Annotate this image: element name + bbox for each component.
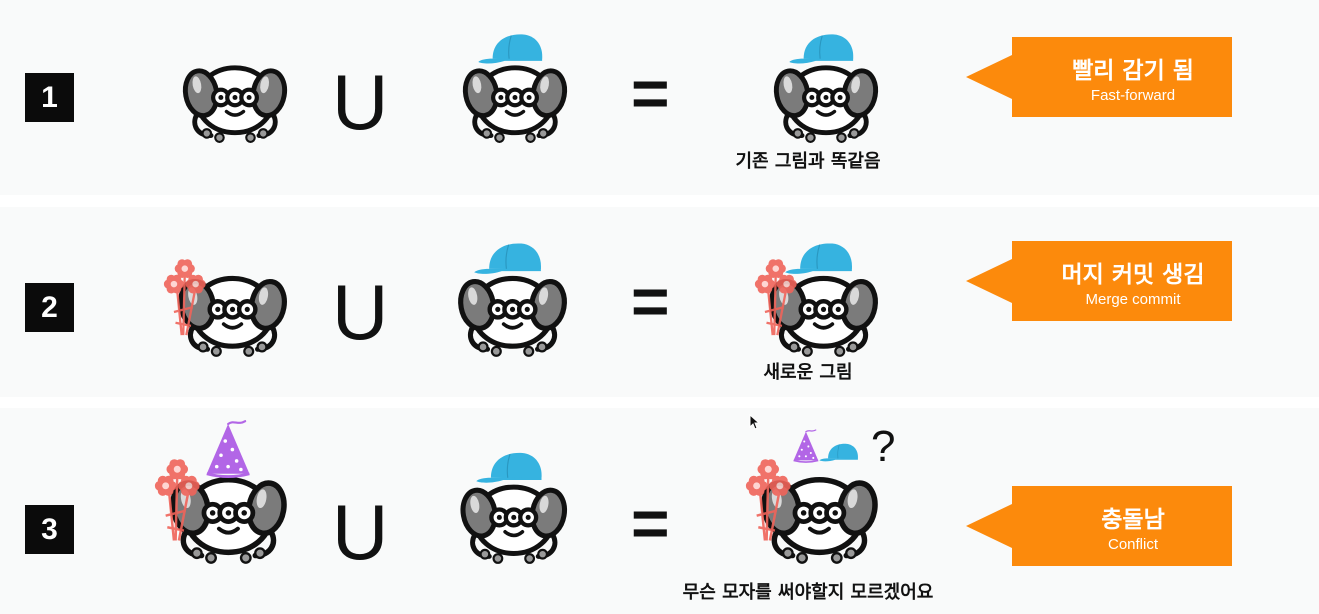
octocat-character-icon bbox=[769, 275, 878, 357]
left-figure-2 bbox=[133, 218, 290, 358]
union-symbol-1: U bbox=[332, 58, 389, 146]
blue-cap-icon bbox=[789, 34, 854, 64]
result-label-2: 머지 커밋 생김 bbox=[1061, 262, 1205, 288]
right-figure-2 bbox=[422, 218, 570, 358]
blue-cap-icon bbox=[478, 34, 543, 64]
merged-figure-2 bbox=[722, 218, 881, 358]
mouse-cursor-icon bbox=[749, 414, 761, 430]
step-number-1: 1 bbox=[25, 73, 74, 122]
octocat-character-icon bbox=[458, 275, 567, 357]
arrow-left-icon bbox=[966, 37, 1232, 117]
union-symbol-3: U bbox=[332, 488, 389, 576]
result-label-3: 충돌남 bbox=[1101, 507, 1165, 533]
arrow-left-icon bbox=[966, 241, 1232, 321]
flower-bouquet-icon bbox=[745, 459, 791, 541]
result-arrow-1: 빨리 감기 됨 Fast-forward bbox=[966, 37, 1234, 117]
left-figure-1 bbox=[142, 10, 290, 144]
blue-cap-icon bbox=[819, 443, 858, 462]
left-figure-3 bbox=[133, 415, 290, 565]
right-figure-3 bbox=[422, 428, 570, 565]
octocat-character-icon bbox=[460, 484, 568, 564]
equals-symbol-2: = bbox=[631, 264, 670, 338]
caption-1: 기존 그림과 똑같음 bbox=[735, 151, 881, 172]
merged-figure-1 bbox=[733, 10, 881, 144]
party-hat-icon bbox=[793, 429, 819, 463]
octocat-character-icon bbox=[462, 65, 568, 143]
octocat-character-icon bbox=[178, 275, 287, 357]
octocat-character-icon bbox=[773, 65, 879, 143]
blue-cap-icon bbox=[785, 243, 852, 274]
octocat-character-icon bbox=[761, 476, 878, 564]
result-label-1: 빨리 감기 됨 bbox=[1072, 58, 1194, 84]
result-sublabel-3: Conflict bbox=[1107, 536, 1159, 553]
right-figure-1 bbox=[422, 10, 570, 144]
question-mark: ? bbox=[871, 422, 896, 471]
equals-symbol-3: = bbox=[631, 486, 670, 560]
flower-bouquet-icon bbox=[163, 259, 206, 336]
union-symbol-2: U bbox=[332, 268, 389, 356]
result-arrow-3: 충돌남 Conflict bbox=[966, 486, 1234, 566]
blue-cap-icon bbox=[474, 243, 541, 274]
result-sublabel-1: Fast-forward bbox=[1090, 87, 1176, 104]
octocat-character-icon bbox=[182, 65, 288, 143]
arrow-left-icon bbox=[966, 486, 1232, 566]
flower-bouquet-icon bbox=[154, 459, 200, 541]
result-sublabel-2: Merge commit bbox=[1085, 291, 1181, 308]
merged-figure-3 bbox=[722, 415, 881, 565]
equals-symbol-1: = bbox=[631, 56, 670, 130]
flower-bouquet-icon bbox=[754, 259, 797, 336]
caption-3: 무슨 모자를 써야할지 모르겠어요 bbox=[682, 582, 934, 603]
result-arrow-2: 머지 커밋 생김 Merge commit bbox=[966, 241, 1234, 321]
blue-cap-icon bbox=[476, 452, 542, 483]
party-hat-icon bbox=[206, 420, 250, 478]
step-number-3: 3 bbox=[25, 505, 74, 554]
caption-2: 새로운 그림 bbox=[763, 362, 853, 383]
step-number-2: 2 bbox=[25, 283, 74, 332]
